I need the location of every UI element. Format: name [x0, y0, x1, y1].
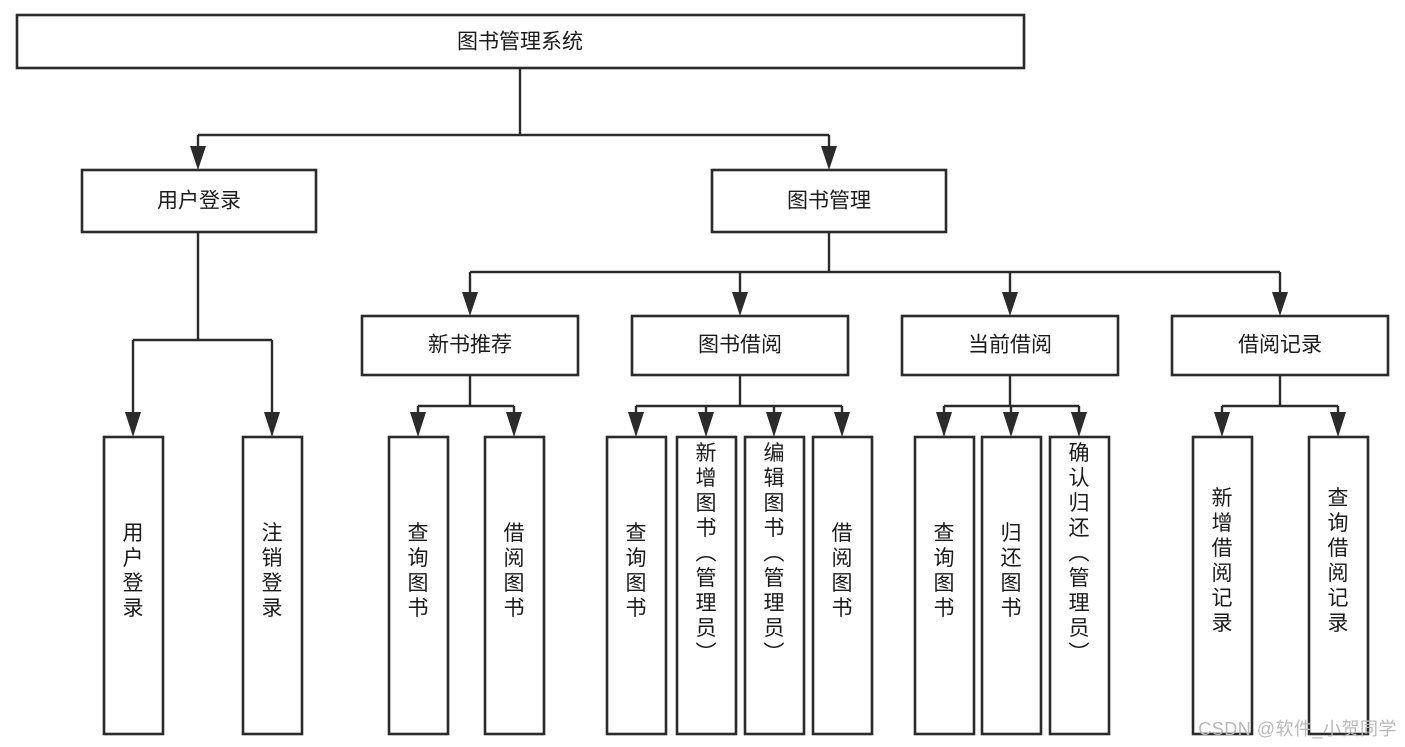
node-book-borrow-box: [630, 314, 850, 377]
arrowhead-leaf-user-login-1: [125, 412, 141, 437]
arrowhead-book-mgmt: [821, 146, 837, 170]
node-current-borrow-box: [900, 314, 1120, 377]
node-borrow-record[interactable]: 借阅记录: [1170, 314, 1390, 377]
node-book-management[interactable]: 图书管理: [710, 168, 948, 234]
node-borrow-record-label: 借阅记录: [1238, 334, 1322, 357]
leaf-current-borrow-1[interactable]: 查询图书: [913, 435, 976, 736]
arrowhead-borrow-record: [1272, 292, 1288, 316]
leaf-book-borrow-3[interactable]: 编辑图书︵管理员︶: [743, 435, 806, 736]
arrowhead-leaf-book-borrow-1: [628, 412, 644, 437]
node-current-borrow-label: 当前借阅: [968, 334, 1052, 357]
leaf-user-login-1-label: 用户登录: [123, 522, 144, 620]
leaf-current-borrow-3-box: [1048, 435, 1111, 736]
arrowhead-leaf-current-borrow-3: [1071, 412, 1087, 437]
leaf-user-login-1[interactable]: 用户登录: [102, 435, 165, 736]
node-user-login-label: 用户登录: [157, 190, 241, 213]
node-book-management-box: [710, 168, 948, 234]
leaf-current-borrow-2[interactable]: 归还图书: [980, 435, 1043, 736]
leaf-book-borrow-4[interactable]: 借阅图书: [811, 435, 874, 736]
leaf-current-borrow-2-label: 归还图书: [1001, 522, 1022, 620]
node-user-login[interactable]: 用户登录: [80, 168, 318, 234]
arrowhead-leaf-book-borrow-3: [766, 412, 782, 437]
arrowhead-leaf-new-book-1: [410, 412, 426, 437]
leaf-book-borrow-2-label: 新增图书︵管理员︶: [696, 442, 717, 665]
leaf-new-book-2-label: 借阅图书: [504, 522, 525, 620]
node-book-management-label: 图书管理: [787, 190, 871, 213]
node-borrow-record-box: [1170, 314, 1390, 377]
leaf-book-borrow-4-box: [811, 435, 874, 736]
arrowhead-leaf-new-book-2: [506, 412, 522, 437]
arrowhead-current-borrow: [1002, 292, 1018, 316]
leaf-borrow-record-1[interactable]: 新增借阅记录: [1191, 435, 1254, 736]
node-new-book-recommend-box: [360, 314, 580, 377]
leaf-book-borrow-1-label: 查询图书: [626, 522, 647, 620]
leaf-user-login-1-box: [102, 435, 165, 736]
leaf-borrow-record-2-box: [1307, 435, 1370, 736]
leaf-borrow-record-1-label: 新增借阅记录: [1212, 487, 1233, 635]
leaf-current-borrow-3[interactable]: 确认归还︵管理员︶: [1048, 435, 1111, 736]
leaf-user-login-2[interactable]: 注销登录: [241, 435, 304, 736]
arrowhead-leaf-borrow-record-2: [1330, 412, 1346, 437]
node-root-box: [15, 13, 1026, 70]
connector-layer: [125, 68, 1346, 437]
leaf-book-borrow-3-box: [743, 435, 806, 736]
node-current-borrow[interactable]: 当前借阅: [900, 314, 1120, 377]
leaf-book-borrow-4-label: 借阅图书: [832, 522, 853, 620]
arrowhead-leaf-book-borrow-4: [834, 412, 850, 437]
node-book-borrow-label: 图书借阅: [698, 334, 782, 357]
leaf-new-book-1-box: [387, 435, 450, 736]
arrowhead-leaf-book-borrow-2: [698, 412, 714, 437]
leaf-book-borrow-2[interactable]: 新增图书︵管理员︶: [675, 435, 738, 736]
node-root-label: 图书管理系统: [457, 31, 583, 54]
leaf-current-borrow-1-label: 查询图书: [934, 522, 955, 620]
node-new-book-recommend[interactable]: 新书推荐: [360, 314, 580, 377]
arrowhead-leaf-user-login-2: [264, 412, 280, 437]
leaf-book-borrow-3-label: 编辑图书︵管理员︶: [764, 442, 785, 665]
csdn-watermark: CSDN @软件_小贺同学: [1198, 719, 1397, 739]
leaf-new-book-2[interactable]: 借阅图书: [483, 435, 546, 736]
arrowhead-book-borrow: [732, 292, 748, 316]
leaf-book-borrow-1[interactable]: 查询图书: [605, 435, 668, 736]
leaf-borrow-record-2[interactable]: 查询借阅记录: [1307, 435, 1370, 736]
arrowhead-user-login: [190, 146, 206, 170]
leaf-new-book-2-box: [483, 435, 546, 736]
leaf-borrow-record-1-box: [1191, 435, 1254, 736]
leaf-user-login-2-box: [241, 435, 304, 736]
leaf-new-book-1-label: 查询图书: [408, 522, 429, 620]
leaf-current-borrow-1-box: [913, 435, 976, 736]
leaf-user-login-2-label: 注销登录: [262, 522, 283, 620]
arrowhead-new-book: [462, 292, 478, 316]
leaf-book-borrow-1-box: [605, 435, 668, 736]
node-new-book-recommend-label: 新书推荐: [428, 334, 512, 357]
node-user-login-box: [80, 168, 318, 234]
leaf-new-book-1[interactable]: 查询图书: [387, 435, 450, 736]
leaf-current-borrow-3-label: 确认归还︵管理员︶: [1069, 442, 1090, 665]
leaf-current-borrow-2-box: [980, 435, 1043, 736]
leaf-book-borrow-2-box: [675, 435, 738, 736]
leaf-borrow-record-2-label: 查询借阅记录: [1328, 487, 1349, 635]
node-root[interactable]: 图书管理系统: [15, 13, 1026, 70]
node-book-borrow[interactable]: 图书借阅: [630, 314, 850, 377]
arrowhead-leaf-borrow-record-1: [1214, 412, 1230, 437]
arrowhead-leaf-current-borrow-2: [1003, 412, 1019, 437]
arrowhead-leaf-current-borrow-1: [936, 412, 952, 437]
